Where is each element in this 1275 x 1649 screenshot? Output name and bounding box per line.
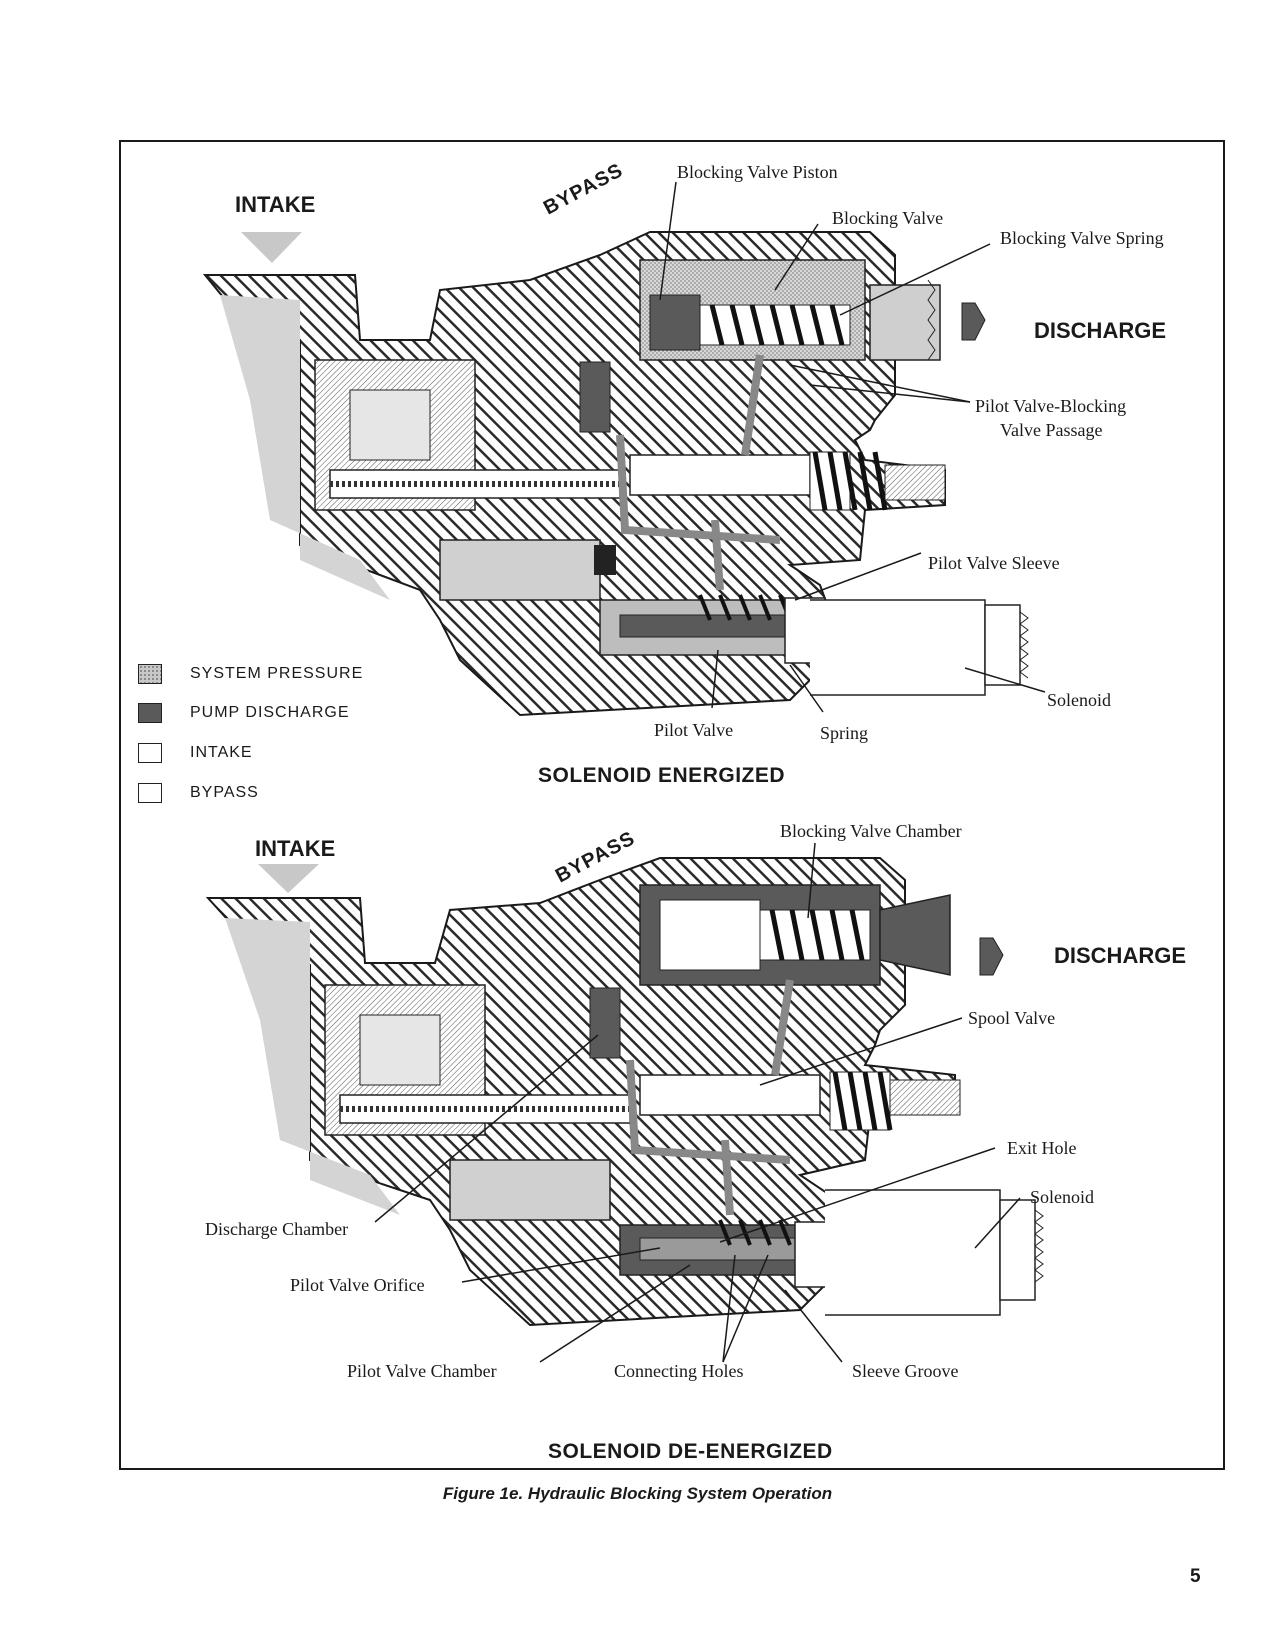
legend-system-pressure: SYSTEM PRESSURE <box>138 662 363 686</box>
label-pilot-valve-orifice: Pilot Valve Orifice <box>290 1275 425 1295</box>
label-exit-hole: Exit Hole <box>1007 1138 1077 1158</box>
legend-swatch-bypass <box>138 783 162 803</box>
legend-intake: INTAKE <box>138 741 253 765</box>
label-pilot-passage-2: Valve Passage <box>1000 420 1103 440</box>
legend-label: INTAKE <box>190 744 253 761</box>
label-connecting-holes: Connecting Holes <box>614 1361 744 1381</box>
top-pump-body <box>202 231 1029 717</box>
legend-swatch-system-pressure <box>138 664 162 684</box>
label-discharge-chamber: Discharge Chamber <box>205 1219 349 1239</box>
label-pilot-valve-sleeve: Pilot Valve Sleeve <box>928 553 1060 573</box>
legend-label: PUMP DISCHARGE <box>190 704 350 721</box>
top-discharge-label: DISCHARGE <box>1034 318 1167 343</box>
top-caption: SOLENOID ENERGIZED <box>538 764 786 787</box>
legend-pump-discharge: PUMP DISCHARGE <box>138 701 350 725</box>
legend-bypass: BYPASS <box>138 781 259 805</box>
legend-swatch-intake <box>138 743 162 763</box>
top-leader-lines <box>659 181 1046 713</box>
legend-label: SYSTEM PRESSURE <box>190 665 364 682</box>
label-sleeve-groove: Sleeve Groove <box>852 1361 959 1381</box>
bottom-intake-label: INTAKE <box>255 836 336 861</box>
bottom-leader-lines <box>374 842 1021 1363</box>
label-spool-valve: Spool Valve <box>968 1008 1056 1028</box>
figure-caption: Figure 1e. Hydraulic Blocking System Ope… <box>442 1484 833 1503</box>
top-intake-label: INTAKE <box>235 192 316 217</box>
label-pilot-valve: Pilot Valve <box>654 720 734 740</box>
label-pilot-passage-1: Pilot Valve-Blocking <box>975 396 1127 416</box>
page-number: 5 <box>1190 1566 1201 1587</box>
label-spring: Spring <box>820 723 869 743</box>
label-bottom-solenoid: Solenoid <box>1030 1187 1095 1207</box>
bottom-discharge-label: DISCHARGE <box>1054 943 1187 968</box>
label-pilot-valve-chamber: Pilot Valve Chamber <box>347 1361 497 1381</box>
label-blocking-valve-piston: Blocking Valve Piston <box>677 162 838 182</box>
bottom-pump-body <box>205 857 1044 1327</box>
label-top-solenoid: Solenoid <box>1047 690 1112 710</box>
label-blocking-valve-spring: Blocking Valve Spring <box>1000 228 1164 248</box>
label-blocking-valve: Blocking Valve <box>832 208 944 228</box>
bottom-caption: SOLENOID DE-ENERGIZED <box>548 1440 833 1463</box>
legend-swatch-pump-discharge <box>138 703 162 723</box>
figure-frame <box>119 140 1225 1470</box>
label-blocking-valve-chamber: Blocking Valve Chamber <box>780 821 962 841</box>
legend-label: BYPASS <box>190 784 259 801</box>
